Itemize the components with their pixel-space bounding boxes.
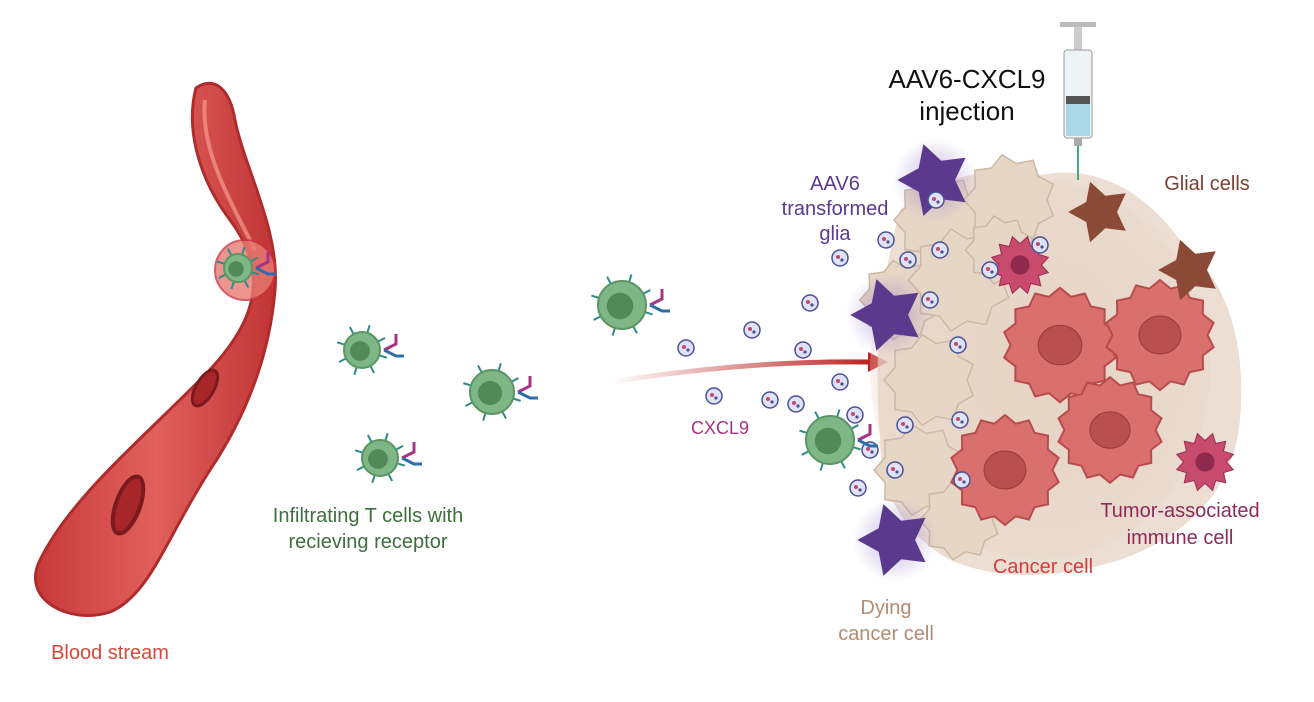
receptor-icon bbox=[649, 289, 664, 307]
receptor-icon bbox=[383, 334, 398, 352]
dying-label-line2: cancer cell bbox=[838, 623, 934, 645]
receptor-icon bbox=[517, 376, 532, 394]
dying-label-line1: Dying bbox=[860, 597, 911, 619]
cxcl9-particle-icon bbox=[931, 241, 949, 259]
cxcl9-particle-icon bbox=[677, 339, 695, 357]
t-cell-icon bbox=[336, 324, 404, 376]
cxcl9-particle-icon bbox=[794, 341, 812, 359]
cxcl9-particle-icon bbox=[831, 249, 849, 267]
cancer-cell-icon bbox=[1057, 375, 1163, 485]
glial-cell-icon bbox=[1068, 181, 1126, 243]
glia-label-line3: glia bbox=[819, 223, 851, 245]
injection-label-line2: injection bbox=[919, 96, 1014, 126]
transformed-glia-icon bbox=[857, 504, 926, 576]
blood-stream-label: Blood stream bbox=[51, 642, 169, 664]
glial-cells-label: Glial cells bbox=[1164, 173, 1250, 195]
cxcl9-particle-icon bbox=[953, 471, 971, 489]
cxcl9-particle-icon bbox=[849, 479, 867, 497]
cxcl9-particle-icon bbox=[761, 391, 779, 409]
cxcl9-particle-icon bbox=[743, 321, 761, 339]
cxcl9-particle-icon bbox=[846, 406, 864, 424]
cxcl9-particle-icon bbox=[787, 395, 805, 413]
cxcl9-particle-icon bbox=[899, 251, 917, 269]
cxcl9-particle-icon bbox=[831, 373, 849, 391]
receptor-icon bbox=[857, 424, 872, 442]
syringe-icon bbox=[1060, 22, 1096, 180]
tcells-label-line2: recieving receptor bbox=[289, 531, 448, 553]
cxcl9-particle-icon bbox=[1031, 236, 1049, 254]
receptor-icon bbox=[401, 442, 416, 460]
cxcl9-particle-icon bbox=[801, 294, 819, 312]
tumor-immune-label-line1: Tumor-associated bbox=[1100, 500, 1259, 522]
cxcl9-label: CXCL9 bbox=[691, 418, 749, 438]
tumor-immune-label-line2: immune cell bbox=[1127, 527, 1234, 549]
cxcl9-particle-icon bbox=[886, 461, 904, 479]
blood-vessel-icon bbox=[33, 81, 277, 617]
t-cell-icon bbox=[463, 363, 538, 421]
immune-cell-icon bbox=[1175, 432, 1235, 492]
t-cell-icon bbox=[354, 432, 422, 484]
cxcl9-particle-icon bbox=[927, 191, 945, 209]
cancer-cell-label: Cancer cell bbox=[993, 556, 1093, 578]
glia-label-line1: AAV6 bbox=[810, 173, 860, 195]
glial-cell-icon bbox=[1158, 239, 1216, 301]
cxcl9-particle-icon bbox=[896, 416, 914, 434]
cancer-cell-icon bbox=[1105, 278, 1215, 392]
t-cell-icon bbox=[216, 246, 276, 290]
transformed-glia-icon bbox=[850, 279, 919, 351]
cxcl9-particle-icon bbox=[951, 411, 969, 429]
cxcl9-particle-icon bbox=[921, 291, 939, 309]
cancer-cell-icon bbox=[950, 413, 1060, 527]
injection-label-line1: AAV6-CXCL9 bbox=[888, 64, 1045, 94]
transformed-glia-icon bbox=[897, 144, 966, 216]
t-cell-icon bbox=[591, 274, 670, 336]
cxcl9-particle-icon bbox=[705, 387, 723, 405]
cxcl9-particle-icon bbox=[877, 231, 895, 249]
cxcl9-particle-icon bbox=[949, 336, 967, 354]
tcells-label-line1: Infiltrating T cells with bbox=[273, 505, 463, 527]
cxcl9-particle-icon bbox=[981, 261, 999, 279]
t-cell-icon bbox=[799, 409, 878, 471]
receptor-icon bbox=[255, 252, 270, 270]
glia-label-line2: transformed bbox=[782, 198, 889, 220]
